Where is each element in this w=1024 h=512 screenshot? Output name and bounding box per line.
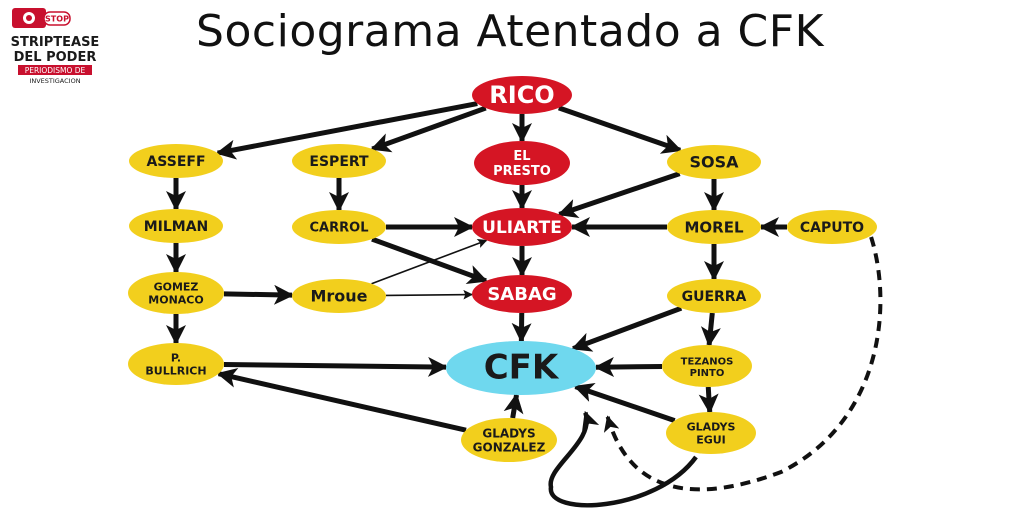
node-label: P. [171,352,181,365]
node-label: PRESTO [493,164,551,179]
node-label: EGUI [696,433,726,446]
node-label: GOMEZ [154,281,199,294]
node-label: GLADYS [687,421,736,434]
node-p-bullrich: P.BULLRICH [128,343,224,385]
node-cfk: CFK [446,341,596,395]
node-label: SOSA [689,153,739,172]
node-label: TEZANOS [681,356,734,367]
node-sosa: SOSA [667,145,761,179]
node-uliarte: ULIARTE [472,208,572,246]
node-guerra: GUERRA [667,279,761,313]
node-shape [292,210,386,244]
page-title: Sociograma Atentado a CFK [196,6,824,57]
node-espert: ESPERT [292,144,386,178]
edge-p-bullrich-to-cfk [223,356,449,377]
edge-gladys-gonzalez-to-cfk [503,392,524,419]
node-carrol: CARROL [292,210,386,244]
node-shape [666,412,756,454]
node-label: GLADYS [482,427,535,441]
node-label: BULLRICH [145,364,206,377]
logo-stop-pill [43,11,71,26]
node-shape [128,343,224,385]
node-shape [662,345,752,387]
edge-gomez-monaco-to-mroue [223,284,295,305]
node-mroue: Mroue [292,279,386,313]
node-label: SABAG [487,284,556,305]
node-shape [461,418,557,462]
logo-stop-text: STOP [45,15,69,24]
logo: STOP STRIPTEASE DEL PODER PERIODISMO DE … [4,6,106,86]
node-shape [474,141,570,185]
edge-guerra-to-tezanos-pinto [700,312,721,348]
logo-line4: INVESTIGACION [29,77,80,85]
node-morel: MOREL [667,210,761,244]
node-label: Mroue [310,287,367,306]
edge-rico-to-asseff [215,101,478,160]
node-label: ESPERT [309,154,369,170]
node-caputo: CAPUTO [787,210,877,244]
node-label: MILMAN [144,219,209,235]
node-label: MONACO [148,293,203,306]
node-rico: RICO [472,76,572,114]
node-shape [292,279,386,313]
node-label: CARROL [310,221,369,236]
node-shape [472,208,572,246]
node-shape [129,144,223,178]
node-label: ULIARTE [482,218,562,238]
node-label: ASSEFF [146,154,205,170]
edges-layer [166,101,883,508]
node-milman: MILMAN [129,209,223,243]
logo-line1: STRIPTEASE [11,35,100,50]
node-shape [472,76,572,114]
node-shape [129,209,223,243]
node-label: PINTO [690,368,725,379]
edge-tezanos-pinto-to-cfk [593,357,663,377]
logo-line3: PERIODISMO DE [25,66,86,75]
node-shape [667,145,761,179]
edge-rico-to-espert [370,105,487,153]
edge-gladys-egui-to-cfk [548,410,698,508]
node-shape [667,279,761,313]
node-label: CFK [484,348,560,388]
node-label: MOREL [684,219,743,237]
edge-sosa-to-uliarte [557,171,681,219]
edge-mroue-to-uliarte [371,238,488,285]
node-shape [787,210,877,244]
edge-rico-to-sosa [558,105,683,154]
node-shape [446,341,596,395]
logo-strip [18,65,92,75]
edge-guerra-to-cfk [571,305,683,352]
node-label: CAPUTO [800,220,864,236]
node-asseff: ASSEFF [129,144,223,178]
node-shape [128,272,224,314]
node-shape [292,144,386,178]
edge-tezanos-pinto-to-gladys-egui [698,386,719,415]
edge-gladys-gonzalez-to-p-bullrich [216,367,467,433]
edge-mroue-to-sabag [385,289,473,300]
edge-caputo-to-cfk [603,236,883,492]
node-shape [472,275,572,313]
logo-line2: DEL PODER [14,50,97,65]
edge-carrol-to-sabag [371,236,488,285]
node-label: GONZALEZ [473,440,546,454]
node-label: RICO [489,81,554,109]
node-shape [667,210,761,244]
node-sabag: SABAG [472,275,572,313]
edge-gladys-egui-to-cfk [573,382,676,423]
node-label: EL [513,149,530,164]
node-label: GUERRA [682,289,747,305]
